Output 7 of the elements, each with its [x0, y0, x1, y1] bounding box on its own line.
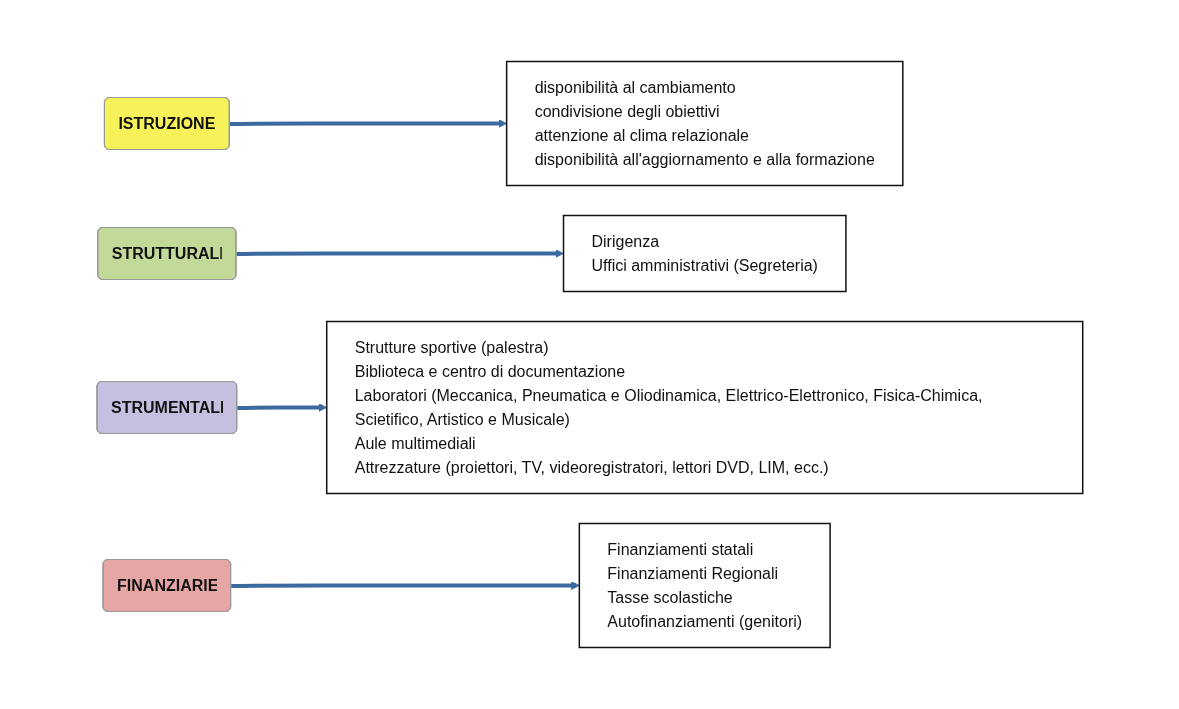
node-box: Finanziamenti statali Finanziamenti Regionali Tasse scolastiche Autofinanziamenti (genitori)	[578, 522, 831, 649]
arrow	[236, 249, 564, 258]
node-box: Dirigenza Uffici amministrativi (Segreteria)	[562, 214, 847, 293]
arrow	[236, 403, 327, 412]
arrow	[229, 119, 507, 128]
node-box: disponibilità al cambiamento condivisione degli obiettivi attenzione al clima relazionale disponibilità all'aggiornamento e alla formazione	[505, 60, 904, 187]
node-box: Strutture sportive (palestra) Biblioteca e centro di documentazione Laboratori (Meccanica, Pneumatica e Oliodinamica, Elettrico-Elettronico, Fisica-Chimica, Scietifico, Artistico e Musicale) Aule multimediali Attrezzature (proiettori, TV, videoregistratori, lettori DVD, LIM, ecc.)	[325, 320, 1084, 495]
